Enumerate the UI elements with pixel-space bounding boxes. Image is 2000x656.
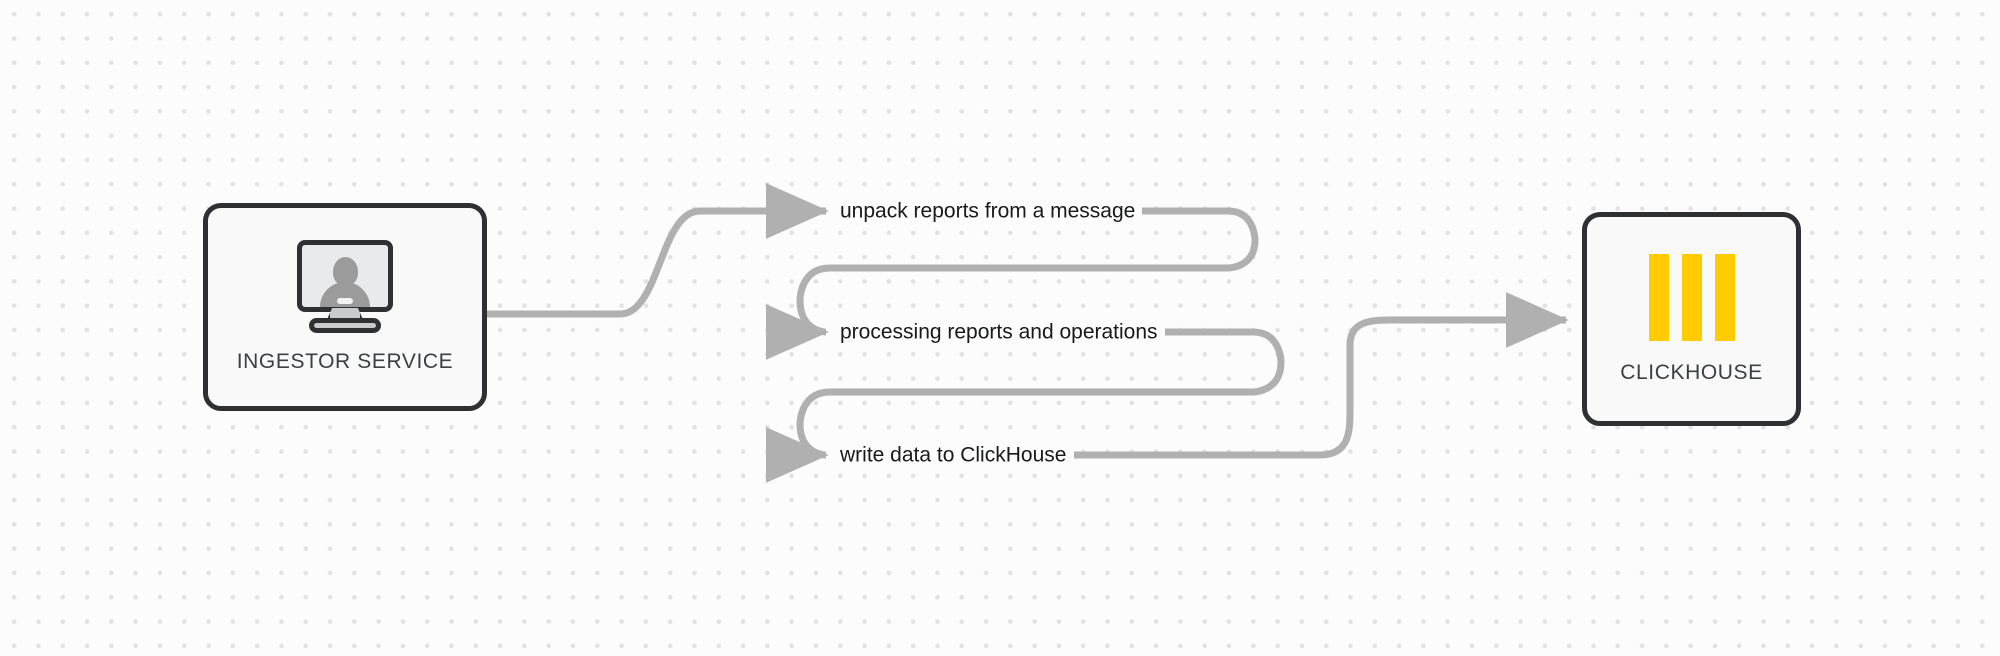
connector-step2-to-step3	[765, 328, 1285, 483]
edge-label-unpack-reports: unpack reports from a message	[833, 198, 1143, 224]
connector-ingestor-to-step1	[487, 183, 829, 318]
node-ingestor-service-label: INGESTOR SERVICE	[236, 350, 454, 373]
avatar-body-shape	[320, 282, 370, 307]
node-clickhouse[interactable]: CLICKHOUSE	[1582, 212, 1801, 426]
connector-step3-to-clickhouse	[1074, 292, 1569, 459]
edge-label-processing-reports: processing reports and operations	[833, 319, 1165, 345]
node-clickhouse-label: CLICKHOUSE	[1620, 360, 1763, 384]
monitor-screen	[297, 240, 393, 312]
connector-step1-to-step2	[765, 207, 1259, 360]
clickhouse-bar-2	[1681, 253, 1702, 341]
monitor-user-icon	[291, 240, 399, 333]
node-ingestor-service[interactable]: INGESTOR SERVICE	[203, 203, 487, 411]
edge-label-write-data: write data to ClickHouse	[833, 442, 1074, 468]
monitor-base	[309, 318, 381, 333]
clickhouse-bar-1	[1648, 253, 1669, 341]
monitor-led	[337, 298, 353, 304]
clickhouse-logo-icon	[1648, 253, 1735, 341]
clickhouse-bar-3	[1714, 253, 1735, 341]
avatar-head-shape	[332, 257, 358, 286]
